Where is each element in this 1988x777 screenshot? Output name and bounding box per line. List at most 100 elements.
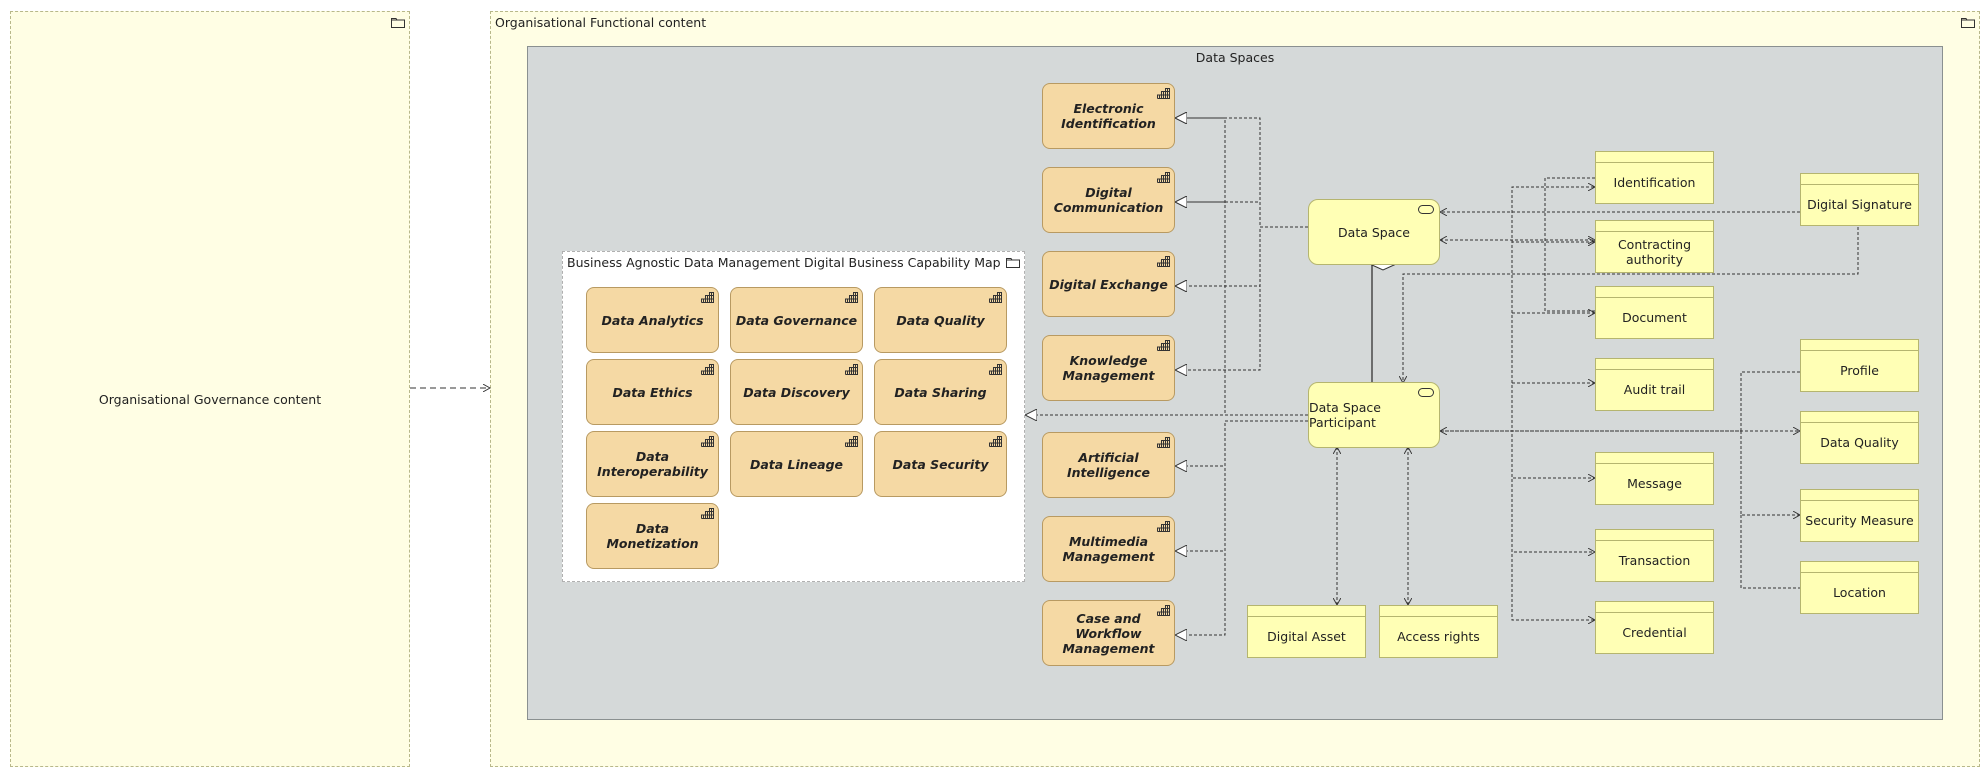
capability-label: Artificial Intelligence: [1066, 450, 1151, 480]
capability-icon: [701, 508, 714, 519]
capability-data-discovery[interactable]: Data Discovery: [730, 359, 863, 425]
object-label: Location: [1833, 585, 1886, 600]
realization-electronic-identification[interactable]: [1175, 118, 1308, 228]
capability-data-sharing[interactable]: Data Sharing: [874, 359, 1007, 425]
object-credential[interactable]: Credential: [1595, 601, 1714, 654]
capability-icon: [1157, 256, 1170, 267]
capability-label: Data Ethics: [612, 384, 693, 400]
group-organisational-governance[interactable]: Organisational Governance content: [10, 11, 410, 767]
capability-data-analytics[interactable]: Data Analytics: [586, 287, 719, 353]
object-label: Identification: [1613, 175, 1696, 190]
object-label: Contracting authority: [1617, 236, 1692, 267]
object-transaction[interactable]: Transaction: [1595, 529, 1714, 582]
capability-label: Data Governance: [735, 312, 858, 328]
capability-data-quality[interactable]: Data Quality: [874, 287, 1007, 353]
object-security-measure[interactable]: Security Measure: [1800, 489, 1919, 542]
object-label: Document: [1622, 310, 1687, 325]
folder-icon: [1961, 18, 1975, 28]
capability-icon: [1157, 437, 1170, 448]
access-message[interactable]: [1440, 430, 1595, 478]
capability-icon: [1157, 340, 1170, 351]
object-digital-signature[interactable]: Digital Signature: [1800, 173, 1919, 226]
capability-data-ethics[interactable]: Data Ethics: [586, 359, 719, 425]
realization-multimedia-management[interactable]: [1175, 420, 1308, 551]
capability-data-interoperability[interactable]: Data Interoperability: [586, 431, 719, 497]
realization-participant-digital-exchange[interactable]: [1175, 286, 1308, 416]
access-contracting-authority[interactable]: [1440, 242, 1595, 432]
service-label: Data Space Participant: [1309, 400, 1381, 430]
service-data-space-participant[interactable]: Data Space Participant: [1308, 382, 1440, 448]
access-audit-trail[interactable]: [1440, 383, 1595, 432]
capability-icon: [989, 292, 1002, 303]
functional-label: Organisational Functional content: [495, 15, 707, 30]
realization-digital-communication[interactable]: [1175, 202, 1308, 228]
object-profile[interactable]: Profile: [1800, 339, 1919, 392]
object-label: Digital Asset: [1267, 629, 1346, 644]
access-location[interactable]: [1740, 515, 1800, 589]
object-identification[interactable]: Identification: [1595, 151, 1714, 204]
capability-label: Data Security: [892, 456, 989, 472]
realization-knowledge-management[interactable]: [1175, 226, 1308, 370]
object-data-quality[interactable]: Data Quality: [1800, 411, 1919, 464]
flow-digital-signature-participant[interactable]: [1403, 227, 1859, 383]
object-access-rights[interactable]: Access rights: [1379, 605, 1498, 658]
capability-label: Knowledge Management: [1062, 353, 1155, 383]
capability-icon: [1157, 88, 1170, 99]
capability-case-and-workflow-management[interactable]: Case and Workflow Management: [1042, 600, 1175, 666]
object-label: Audit trail: [1623, 382, 1686, 397]
capability-icon: [989, 364, 1002, 375]
capability-icon: [1157, 172, 1170, 183]
capability-label: Digital Exchange: [1049, 276, 1168, 292]
capability-label: Data Interoperability: [597, 449, 708, 479]
capability-data-monetization[interactable]: Data Monetization: [586, 503, 719, 569]
capability-icon: [845, 436, 858, 447]
capability-data-governance[interactable]: Data Governance: [730, 287, 863, 353]
service-label: Data Space: [1338, 224, 1410, 240]
capability-artificial-intelligence[interactable]: Artificial Intelligence: [1042, 432, 1175, 498]
capability-digital-exchange[interactable]: Digital Exchange: [1042, 251, 1175, 317]
object-location[interactable]: Location: [1800, 561, 1919, 614]
realization-artificial-intelligence[interactable]: [1175, 420, 1308, 466]
object-document[interactable]: Document: [1595, 286, 1714, 339]
link-identification-document[interactable]: [1544, 177, 1595, 312]
capability-label: Case and Workflow Management: [1062, 610, 1155, 656]
capability-icon: [1157, 605, 1170, 616]
folder-icon: [391, 18, 405, 28]
capability-digital-communication[interactable]: Digital Communication: [1042, 167, 1175, 233]
object-label: Message: [1627, 476, 1682, 491]
capability-label: Data Sharing: [894, 384, 987, 400]
service-icon: [1418, 388, 1434, 397]
capability-label: Digital Communication: [1053, 185, 1164, 215]
capability-knowledge-management[interactable]: Knowledge Management: [1042, 335, 1175, 401]
capability-map-label: Business Agnostic Data Management Digita…: [567, 255, 1001, 270]
access-transaction[interactable]: [1440, 430, 1595, 552]
realization-case-and-workflow-management[interactable]: [1175, 420, 1308, 635]
capability-electronic-identification[interactable]: Electronic Identification: [1042, 83, 1175, 149]
access-identification[interactable]: [1440, 187, 1595, 432]
capability-data-lineage[interactable]: Data Lineage: [730, 431, 863, 497]
object-digital-asset[interactable]: Digital Asset: [1247, 605, 1366, 658]
capability-data-security[interactable]: Data Security: [874, 431, 1007, 497]
capability-icon: [1157, 521, 1170, 532]
object-message[interactable]: Message: [1595, 452, 1714, 505]
capability-icon: [845, 292, 858, 303]
object-audit-trail[interactable]: Audit trail: [1595, 358, 1714, 411]
folder-icon: [1006, 258, 1020, 268]
object-label: Data Quality: [1820, 435, 1899, 450]
service-data-space[interactable]: Data Space: [1308, 199, 1440, 265]
capability-icon: [989, 436, 1002, 447]
object-label: Profile: [1840, 363, 1879, 378]
capability-label: Data Quality: [896, 312, 985, 328]
access-document[interactable]: [1440, 313, 1595, 432]
realization-participant-digital-communication[interactable]: [1175, 202, 1308, 416]
capability-multimedia-management[interactable]: Multimedia Management: [1042, 516, 1175, 582]
object-label: Credential: [1622, 625, 1687, 640]
capability-icon: [701, 364, 714, 375]
realization-digital-exchange[interactable]: [1175, 226, 1308, 286]
capability-label: Data Monetization: [606, 521, 699, 551]
access-security-measure[interactable]: [1740, 431, 1800, 515]
object-contracting-authority[interactable]: Contracting authority: [1595, 220, 1714, 273]
capability-label: Data Analytics: [601, 312, 704, 328]
access-credential[interactable]: [1440, 430, 1595, 620]
capability-icon: [701, 292, 714, 303]
